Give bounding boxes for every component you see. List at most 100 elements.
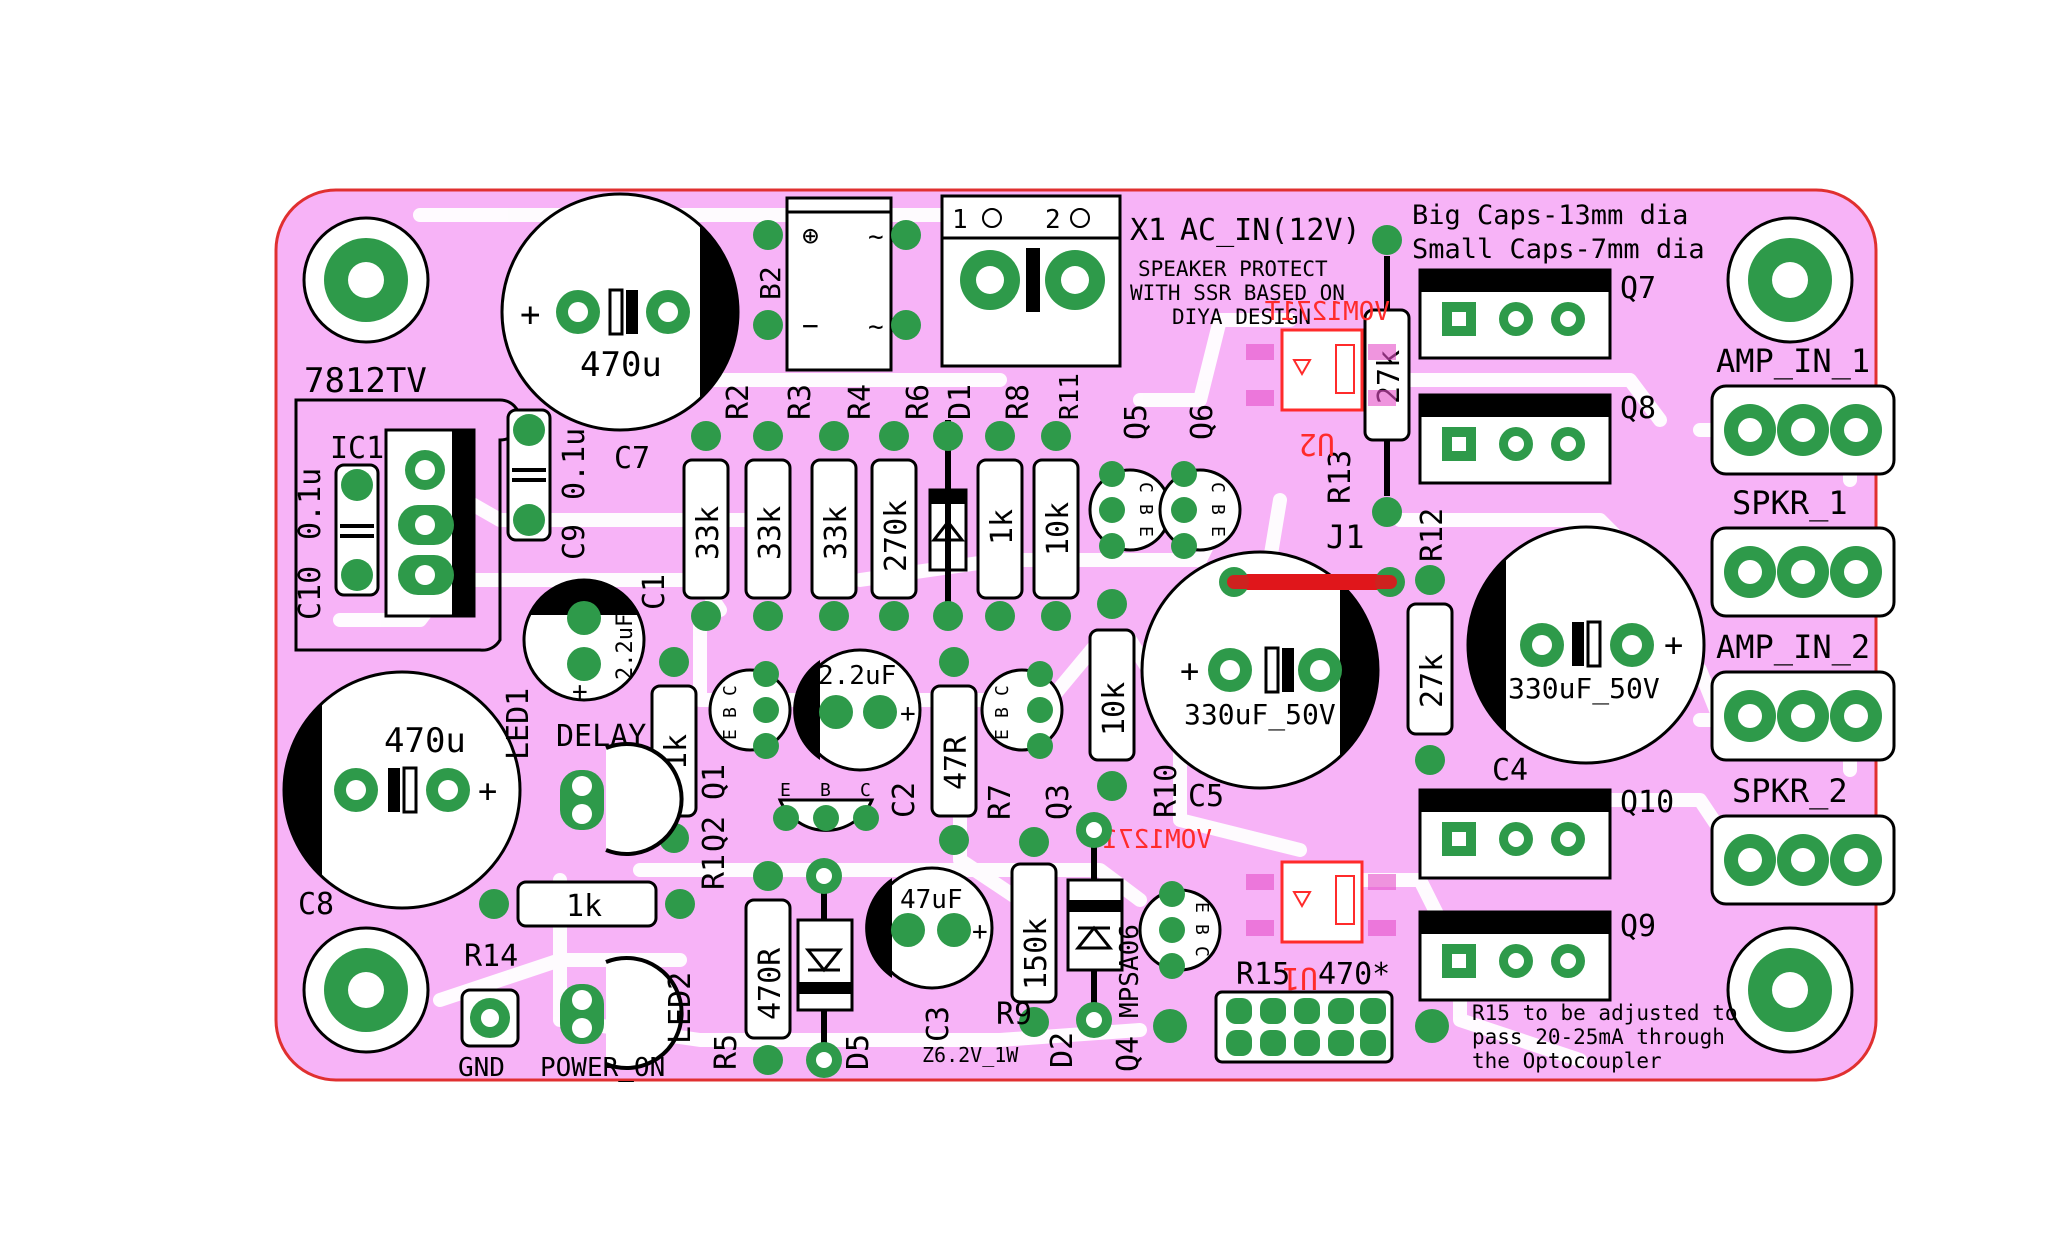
diode-d1: D1	[928, 384, 978, 631]
svg-text:U2: U2	[1299, 426, 1335, 461]
x1-ref-label: X1	[1130, 213, 1166, 248]
connector-spkr-2: SPKR_2	[1710, 772, 1896, 906]
resistor-r13: 27k R13	[1323, 225, 1411, 527]
title-line-3: DIYA DESIGN	[1172, 305, 1311, 329]
svg-text:Q1: Q1	[697, 764, 732, 800]
svg-text:POWER_ON: POWER_ON	[540, 1053, 665, 1083]
svg-text:Q6: Q6	[1185, 404, 1220, 440]
capacitor-c5: + 330uF_50V C5	[1140, 550, 1380, 814]
r15-note-line-3: the Optocoupler	[1472, 1049, 1662, 1073]
svg-text:AMP_IN_1: AMP_IN_1	[1716, 342, 1870, 380]
capacitor-c4: + 330uF_50V C4	[1466, 525, 1706, 788]
c10-value-label: 0.1u	[293, 468, 328, 540]
svg-text:Z6.2V_1W: Z6.2V_1W	[922, 1043, 1019, 1067]
c7-ref-label: C7	[614, 441, 650, 476]
transistor-q6: C B E Q6	[1158, 404, 1242, 559]
svg-text:C8: C8	[298, 887, 334, 922]
jumper-j1: J1	[1219, 518, 1405, 597]
resistor-r14: 1k R14	[464, 880, 695, 974]
svg-text:Q2: Q2	[697, 816, 732, 852]
svg-text:AMP_IN_2: AMP_IN_2	[1716, 628, 1870, 666]
ac-in-label: AC_IN(12V)	[1180, 213, 1361, 248]
svg-text:R7: R7	[983, 784, 1018, 820]
svg-text:E: E	[1207, 526, 1228, 537]
svg-text:GND: GND	[458, 1053, 505, 1083]
capacitor-c9: C9 0.1u	[506, 408, 592, 560]
led-led2: LED2 POWER_ON	[540, 956, 698, 1083]
connector-spkr-1: SPKR_1	[1710, 484, 1896, 618]
svg-text:33k: 33k	[691, 506, 726, 560]
terminal-x1: 1 2 X1 AC_IN(12V)	[940, 194, 1361, 368]
svg-text:~: ~	[868, 222, 884, 252]
svg-text:B: B	[820, 780, 831, 801]
svg-text:270k: 270k	[879, 500, 914, 572]
svg-text:VOM1271T: VOM1271T	[1264, 297, 1390, 327]
svg-text:+: +	[478, 772, 497, 810]
transistor-q8: Q8	[1418, 391, 1656, 485]
x1-pin2-label: 2	[1045, 205, 1061, 235]
svg-text:~: ~	[868, 312, 884, 342]
svg-text:D5: D5	[841, 1034, 876, 1070]
svg-text:J1: J1	[1326, 518, 1365, 556]
x1-pin1-label: 1	[952, 205, 968, 235]
c10-ref-label: C10	[293, 566, 328, 620]
title-line-1: SPEAKER PROTECT	[1138, 257, 1328, 281]
svg-text:D1: D1	[943, 384, 978, 420]
diode-d5: D5	[796, 858, 876, 1078]
svg-text:10k: 10k	[1097, 682, 1132, 736]
capacitor-c1: 2.2uF + C1	[522, 574, 672, 707]
svg-text:B: B	[720, 707, 741, 718]
svg-text:C: C	[992, 685, 1013, 696]
svg-text:2.2uF: 2.2uF	[613, 614, 638, 680]
svg-text:E: E	[1135, 526, 1156, 537]
mounting-hole-bottom-left	[302, 926, 430, 1054]
svg-text:Q3: Q3	[1041, 784, 1076, 820]
svg-text:R13: R13	[1323, 450, 1358, 504]
big-caps-note: Big Caps-13mm dia	[1412, 200, 1688, 231]
svg-text:470R: 470R	[753, 947, 788, 1020]
capacitor-c3: 47uF + C3	[865, 866, 994, 1042]
resistor-r5: 470R R5	[709, 861, 792, 1075]
svg-text:DELAY: DELAY	[556, 719, 646, 754]
svg-text:1k: 1k	[566, 889, 602, 924]
svg-text:B: B	[1191, 924, 1212, 935]
title-line-2: WITH SSR BASED ON	[1130, 281, 1345, 305]
svg-text:−: −	[802, 309, 819, 342]
capacitor-c8: + 470u C8	[282, 670, 522, 922]
svg-text:R14: R14	[464, 939, 518, 974]
svg-text:Q7: Q7	[1620, 271, 1656, 306]
svg-text:R5: R5	[709, 1034, 744, 1070]
transistor-q9: Q9	[1418, 909, 1656, 1002]
svg-text:2.2uF: 2.2uF	[818, 661, 896, 691]
c7-plus-label: +	[520, 295, 540, 335]
svg-text:Q9: Q9	[1620, 909, 1656, 944]
capacitor-c2: 2.2uF + C2	[793, 648, 922, 818]
svg-text:330uF_50V: 330uF_50V	[1508, 672, 1660, 706]
resistor-r8: 1k R8	[976, 384, 1036, 631]
optocoupler-u2: VOM1271T U2	[1246, 297, 1396, 461]
svg-text:LED2: LED2	[663, 972, 698, 1044]
transistor-q2: E B C Q2	[697, 780, 879, 852]
svg-text:R1: R1	[697, 854, 732, 890]
led-led1: LED1 DELAY	[501, 688, 684, 856]
c7-value-label: 470u	[580, 345, 662, 385]
mounting-hole-top-left	[302, 216, 430, 344]
svg-text:R8: R8	[1001, 384, 1036, 420]
resistor-r3: 33k R3	[744, 384, 818, 631]
resistor-r6: 270k R6	[870, 384, 936, 631]
svg-text:Q10: Q10	[1620, 785, 1674, 820]
svg-text:+: +	[572, 677, 588, 707]
svg-text:B: B	[1135, 504, 1156, 515]
diode-d2: D2	[1045, 812, 1124, 1068]
svg-text:27k: 27k	[1415, 654, 1450, 708]
svg-text:47R: 47R	[939, 735, 974, 790]
svg-text:C: C	[860, 780, 871, 801]
svg-text:R2: R2	[721, 384, 756, 420]
transistor-q7: Q7	[1418, 268, 1656, 360]
svg-text:C3: C3	[921, 1006, 956, 1042]
r15-note-line-2: pass 20-25mA through	[1472, 1025, 1725, 1049]
resistor-r7: 47R R7	[930, 647, 1018, 855]
resistor-r11: 10k R11	[1032, 373, 1085, 631]
svg-text:470u: 470u	[384, 721, 466, 761]
svg-text:C: C	[1207, 482, 1228, 493]
